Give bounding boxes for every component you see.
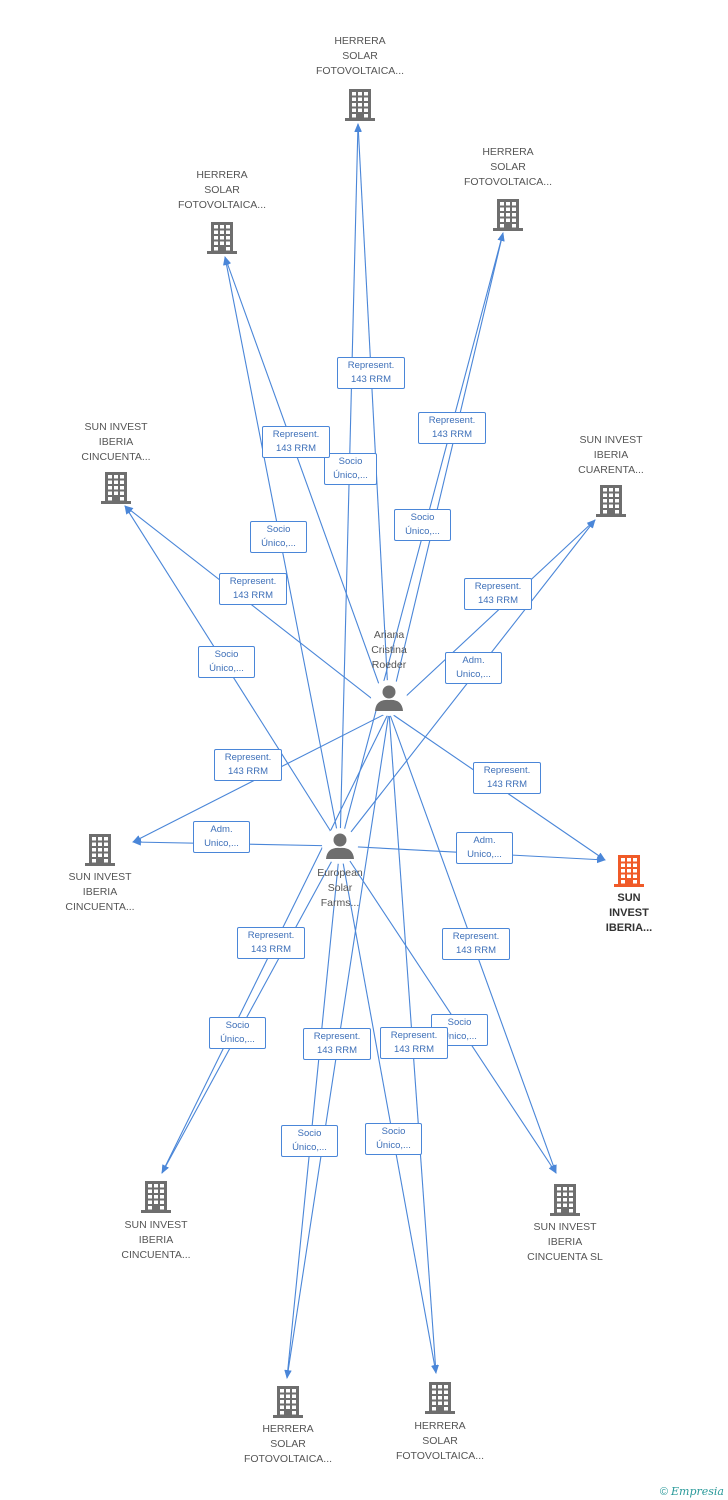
building-icon[interactable] [425,1382,455,1414]
edge-european-hs_br [339,845,439,1374]
edge-label[interactable]: Represent. 143 RRM [337,357,405,389]
building-icon[interactable] [207,222,237,254]
edge-label[interactable]: Represent. 143 RRM [418,412,486,444]
edge-label[interactable]: Socio Único,... [209,1017,266,1049]
edge-label[interactable]: Represent. 143 RRM [237,927,305,959]
node-label-european[interactable]: European Solar Farms... [317,867,363,909]
edge-label[interactable]: Represent. 143 RRM [214,749,282,781]
person-icon[interactable] [371,680,407,716]
node-label-sun_cuarenta[interactable]: SUN INVEST IBERIA CUARENTA... [578,434,644,476]
node-label-hs_br[interactable]: HERRERA SOLAR FOTOVOLTAICA... [395,1420,485,1462]
edge-label[interactable]: Represent. 143 RRM [473,762,541,794]
node-label-sun_tl[interactable]: SUN INVEST IBERIA CINCUENTA... [81,421,151,463]
brand-logo[interactable]: Empresia [671,1485,724,1498]
copyright-symbol: © [659,1486,668,1498]
person-icon[interactable] [322,828,358,864]
edge-label[interactable]: Socio Único,... [324,453,377,485]
nodes-layer [85,89,644,1418]
edge-european-sun_br [339,845,557,1174]
edge-label[interactable]: Represent. 143 RRM [380,1027,448,1059]
edge-ariana-sun_cuarenta [388,519,596,713]
node-label-ariana[interactable]: Ariana Cristina Roeder [371,629,407,671]
node-label-sun_focus[interactable]: SUN INVEST IBERIA... [605,892,653,934]
building-icon[interactable] [85,834,115,866]
edge-label[interactable]: Socio Único,... [394,509,451,541]
building-icon[interactable] [101,472,131,504]
building-icon[interactable] [273,1386,303,1418]
edge-label[interactable]: Represent. 143 RRM [262,426,330,458]
building-icon[interactable] [550,1184,580,1216]
building-icon[interactable] [345,89,375,121]
edge-label[interactable]: Adm. Unico,... [445,652,502,684]
node-label-hs_right[interactable]: HERRERA SOLAR FOTOVOLTAICA... [463,146,553,188]
building-icon[interactable] [141,1181,171,1213]
edge-ariana-hs_top [354,123,390,713]
edge-label[interactable]: Adm. Unico,... [456,832,513,864]
edge-european-hs_bl [284,845,341,1379]
building-icon[interactable] [596,485,626,517]
edge-label[interactable]: Socio Único,... [198,646,255,678]
edge-european-hs_top [339,123,362,847]
node-label-sun_left[interactable]: SUN INVEST IBERIA CINCUENTA... [65,871,135,913]
building-icon[interactable] [493,199,523,231]
edge-label[interactable]: Represent. 143 RRM [464,578,532,610]
edge-ariana-hs_left [224,256,390,713]
node-label-hs_left[interactable]: HERRERA SOLAR FOTOVOLTAICA... [177,169,267,211]
edge-european-sun_bl [161,845,341,1174]
building-icon[interactable] [614,855,644,887]
node-label-hs_bl[interactable]: HERRERA SOLAR FOTOVOLTAICA... [243,1423,333,1465]
edge-label[interactable]: Socio Único,... [281,1125,338,1157]
edge-label[interactable]: Represent. 143 RRM [219,573,287,605]
node-label-sun_bl[interactable]: SUN INVEST IBERIA CINCUENTA... [121,1219,191,1261]
edges-layer [124,123,606,1379]
edge-ariana-sun_tl [124,505,390,713]
footer: © Empresia [660,1485,724,1498]
edge-label[interactable]: Socio Único,... [365,1123,422,1155]
node-label-hs_top[interactable]: HERRERA SOLAR FOTOVOLTAICA... [315,35,405,77]
edge-label[interactable]: Represent. 143 RRM [303,1028,371,1060]
edge-ariana-hs_right [388,232,505,713]
node-label-sun_br[interactable]: SUN INVEST IBERIA CINCUENTA SL [527,1221,603,1263]
edge-label[interactable]: Represent. 143 RRM [442,928,510,960]
edge-label[interactable]: Adm. Unico,... [193,821,250,853]
edge-label[interactable]: Socio Único,... [250,521,307,553]
